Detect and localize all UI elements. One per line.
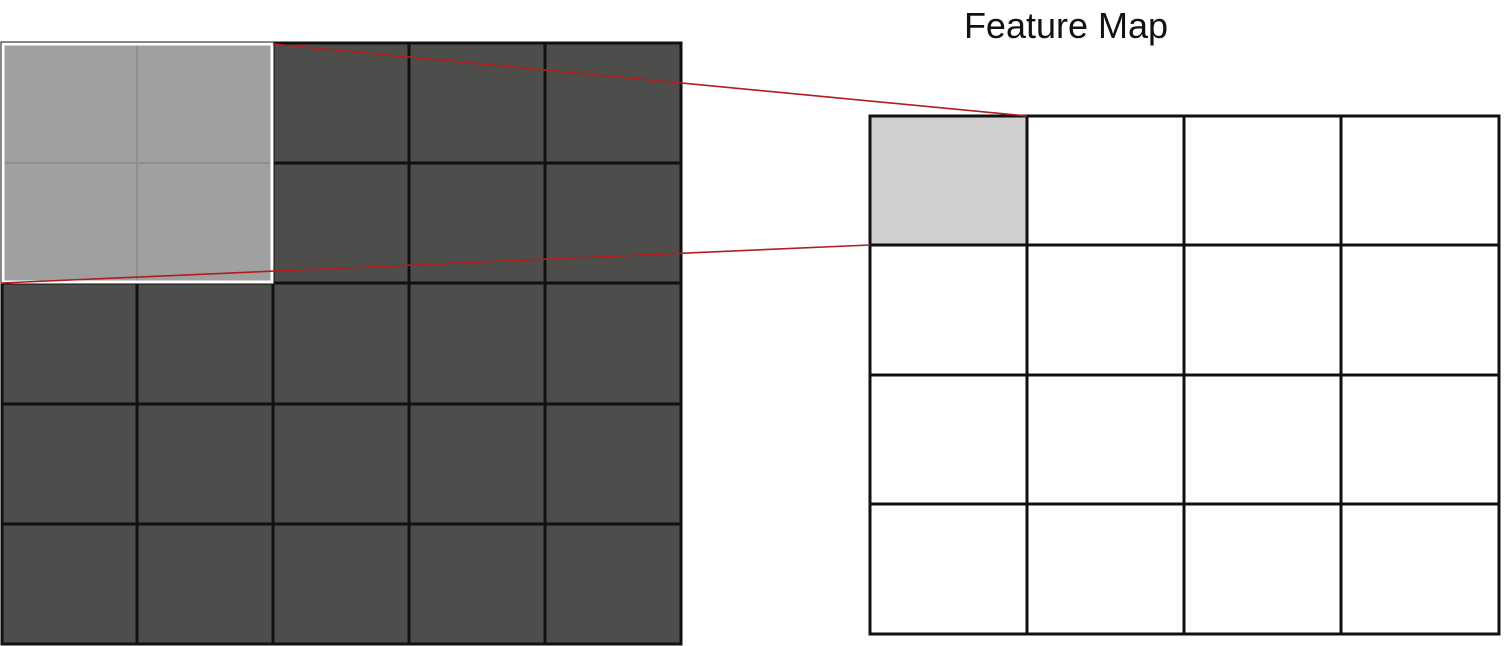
input-cell [407,402,547,526]
feature-map-cell [1339,373,1501,506]
input-cell [271,281,411,406]
input-cell [0,522,139,646]
input-cell [135,522,275,646]
feature-map-cell [1025,502,1186,636]
feature-map-cell [868,243,1029,377]
input-cell [0,402,139,526]
receptive-field-window [1,42,274,284]
connector-lines [1,43,1028,284]
feature-map-cell [1339,114,1501,247]
feature-map-grid [868,114,1501,636]
input-cell [407,41,547,165]
feature-map-cell [1025,243,1186,377]
input-cell [543,522,683,646]
input-cell [543,161,683,285]
input-cell [543,402,683,526]
feature-map-cell [868,373,1029,506]
feature-map-cell [1182,114,1343,247]
input-cell [271,161,411,285]
input-cell [407,281,547,406]
input-cell [135,281,275,406]
window-border [1,42,274,284]
feature-map-cell [1182,243,1343,377]
feature-map-cell [868,502,1029,636]
connector-line-bottom [1,244,871,284]
feature-map-cell [1182,502,1343,636]
feature-map-highlight-cell [868,114,1029,247]
feature-map-cell [1182,373,1343,506]
feature-map-cell [1339,243,1501,377]
feature-map-title: Feature Map [964,5,1168,46]
feature-map-cell [1025,114,1186,247]
feature-map-cell [1025,373,1186,506]
input-cell [543,41,683,165]
connector-line-top [272,43,1028,117]
input-cell [543,281,683,406]
input-cell [271,402,411,526]
input-cell [407,522,547,646]
input-cell [271,522,411,646]
input-cell [135,402,275,526]
input-cell [0,281,139,406]
input-cell [271,41,411,165]
feature-map-cell [1339,502,1501,636]
